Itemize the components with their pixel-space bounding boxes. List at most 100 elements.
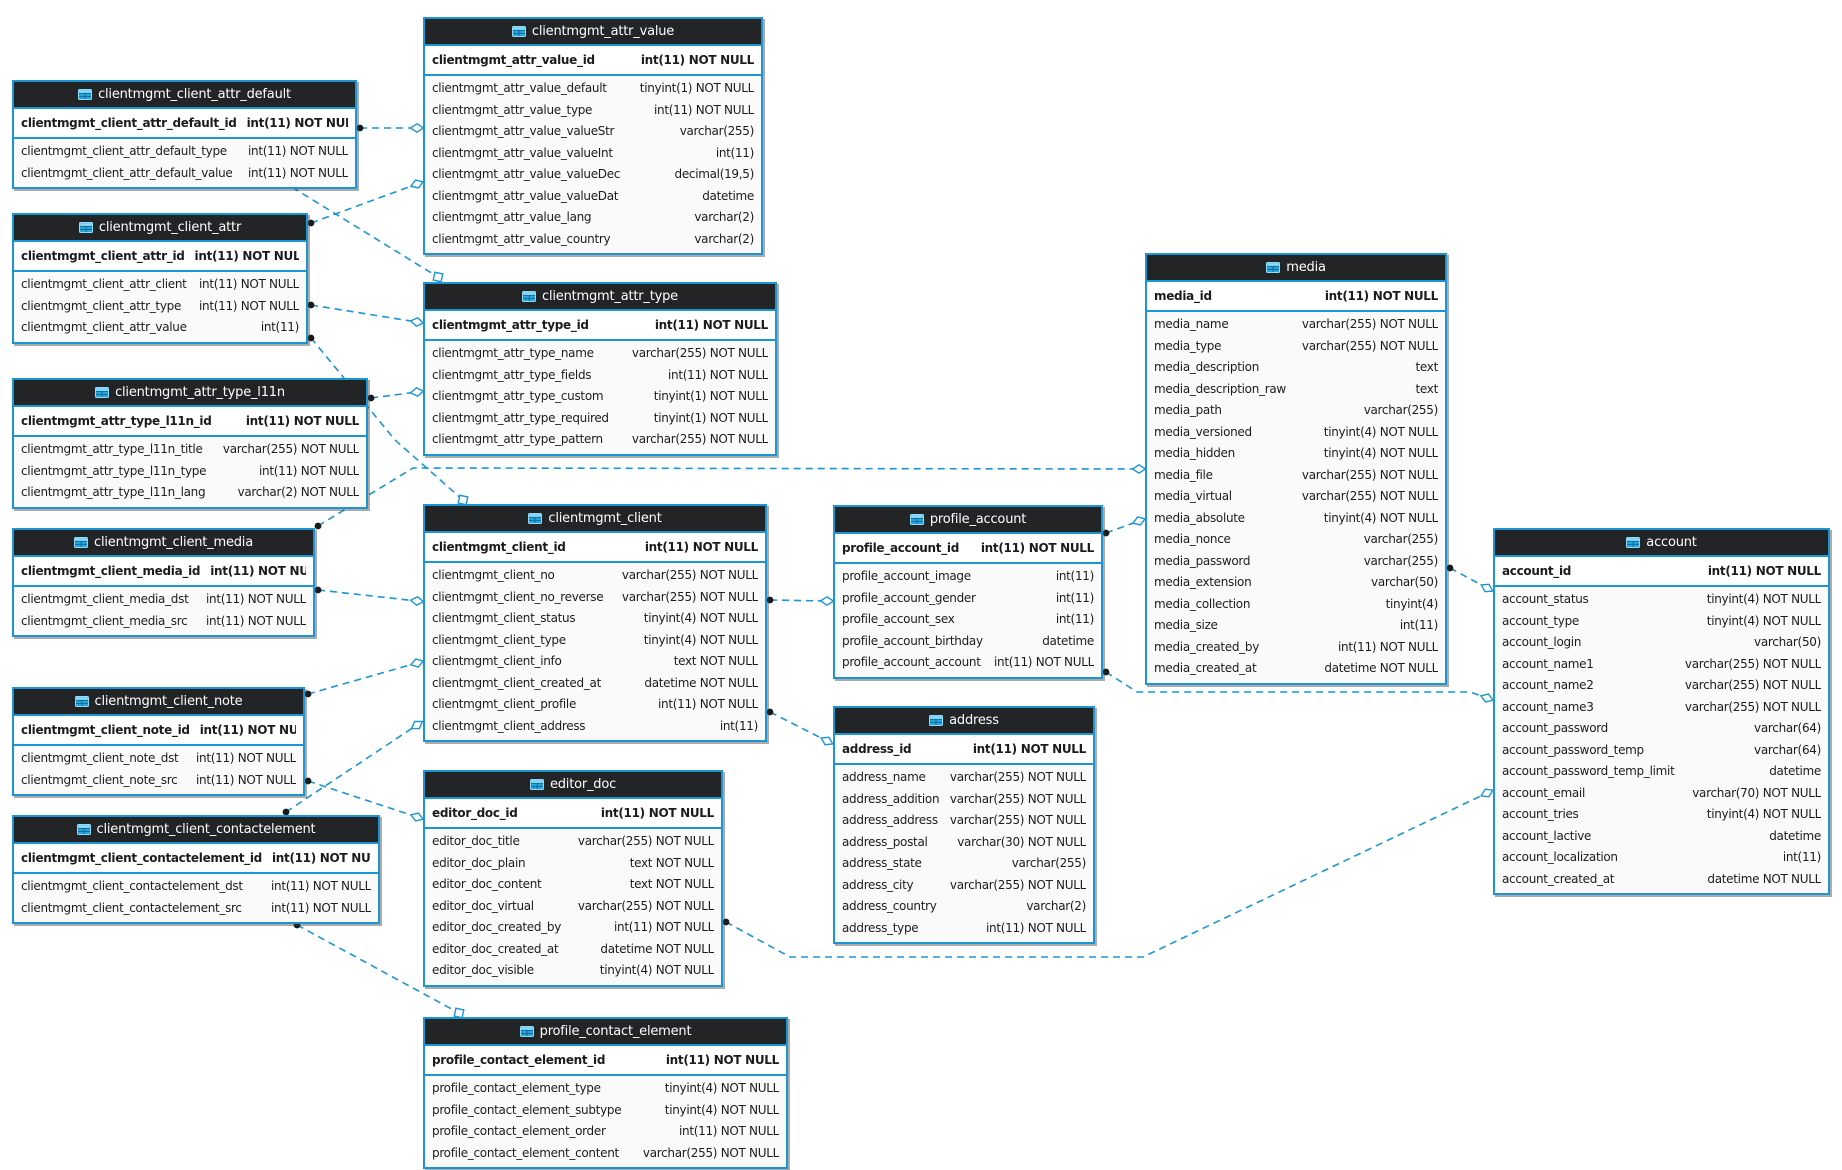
relationship-clientmgmt_client_attr--clientmgmt_attr_type[interactable]: [307, 301, 425, 328]
relationship-profile_account--media[interactable]: [1102, 515, 1147, 537]
table-header-media[interactable]: media: [1147, 255, 1445, 282]
relationship-clientmgmt_client--profile_account[interactable]: [766, 595, 835, 607]
relationship-clientmgmt_client_note--clientmgmt_client[interactable]: [304, 657, 425, 698]
relationship-clientmgmt_client_attr_default--clientmgmt_attr_value[interactable]: [356, 122, 425, 134]
table-header-clientmgmt_client_note[interactable]: clientmgmt_client_note: [14, 689, 303, 716]
table-header-clientmgmt_client[interactable]: clientmgmt_client: [425, 506, 765, 533]
table-header-clientmgmt_client_attr[interactable]: clientmgmt_client_attr: [14, 215, 306, 242]
relationship-media--account[interactable]: [1446, 564, 1495, 595]
table-clientmgmt_client_note[interactable]: clientmgmt_client_note clientmgmt_client_…: [12, 687, 305, 796]
table-header-clientmgmt_client_contactelement[interactable]: clientmgmt_client_contactelement: [14, 817, 378, 844]
relationship-clientmgmt_attr_type_l11n--clientmgmt_attr_type[interactable]: [367, 387, 425, 402]
relationship-editor_doc--account[interactable]: [722, 786, 1495, 958]
table-header-clientmgmt_attr_type[interactable]: clientmgmt_attr_type: [425, 284, 775, 311]
table-header-address[interactable]: address: [835, 708, 1093, 735]
table-clientmgmt_attr_type[interactable]: clientmgmt_attr_type clientmgmt_attr_type…: [423, 282, 777, 456]
table-header-clientmgmt_attr_value[interactable]: clientmgmt_attr_value: [425, 19, 761, 46]
relationship-clientmgmt_client--address[interactable]: [766, 708, 835, 748]
